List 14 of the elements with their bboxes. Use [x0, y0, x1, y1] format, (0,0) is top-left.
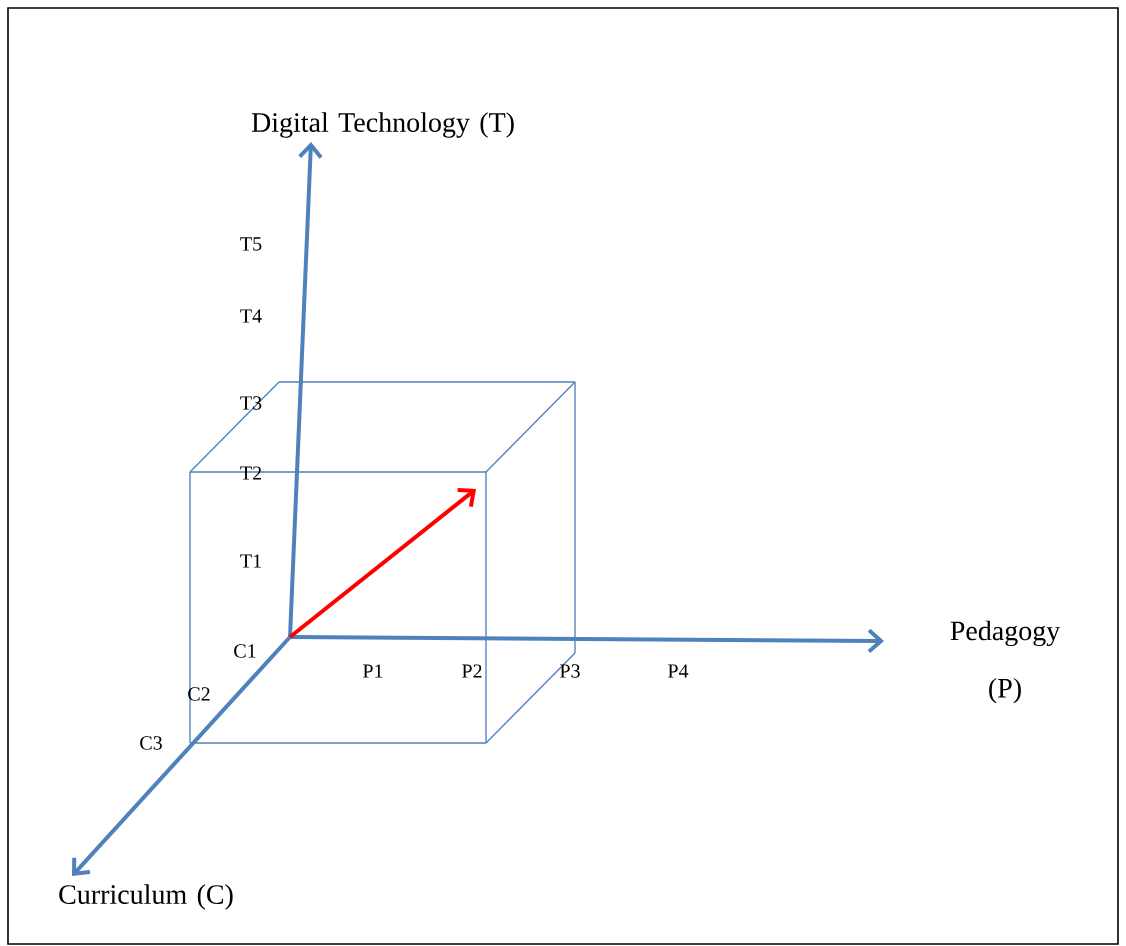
axis-title: Digital Technology (T): [251, 112, 514, 138]
tick-label: C1: [234, 644, 256, 658]
tick-label: P3: [560, 664, 580, 678]
tick-label: C2: [188, 687, 210, 701]
tick-label: P4: [668, 664, 689, 678]
tick-label: T2: [240, 466, 261, 480]
tick-label: T4: [240, 309, 262, 323]
axis-title: Curriculum (C): [59, 884, 233, 910]
axis-title: Pedagogy (P): [950, 620, 1061, 704]
tick-label: P1: [363, 664, 383, 678]
tick-label: C3: [140, 736, 162, 750]
tick-label: P2: [462, 664, 482, 678]
tick-label: T5: [240, 237, 262, 251]
tick-label: T1: [240, 554, 261, 568]
